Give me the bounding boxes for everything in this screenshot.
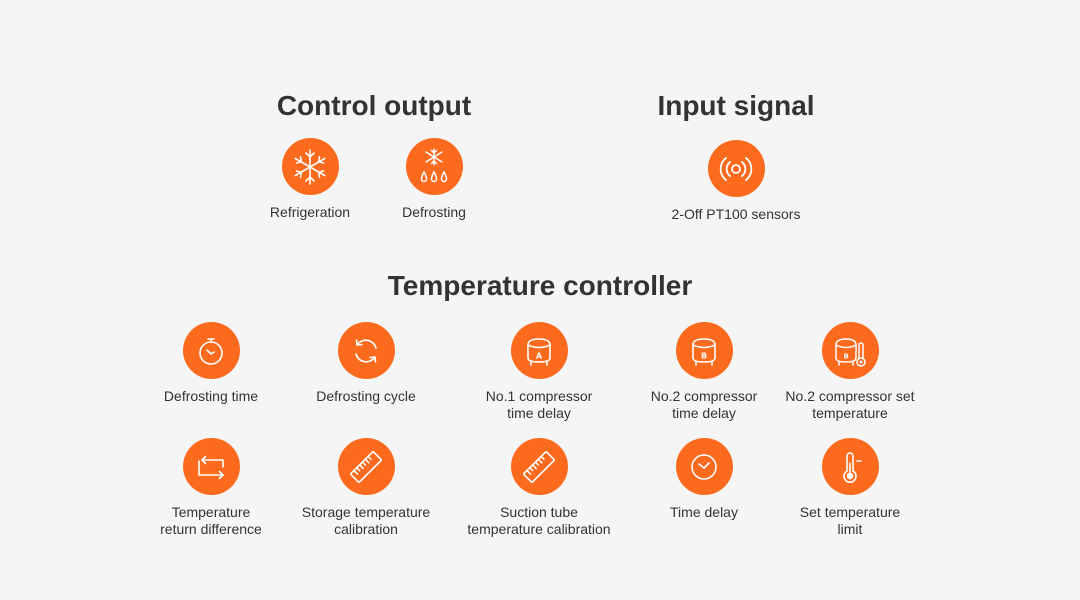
compressor-thermometer-icon: B <box>821 322 879 379</box>
feature-no2-compressor-set-temperature: B No.2 compressor set temperature <box>760 322 940 422</box>
feature-label: No.2 compressor time delay <box>650 388 758 421</box>
feature-defrosting-time: Defrosting time <box>121 322 301 405</box>
feature-label: Defrosting time <box>163 388 259 404</box>
feature-no1-compressor-time-delay: A No.1 compressor time delay <box>449 322 629 422</box>
ruler-icon <box>337 438 395 495</box>
compressor-a-icon: A <box>510 322 568 379</box>
feature-temperature-return-difference: Temperature return difference <box>121 438 301 538</box>
clock-icon <box>675 438 733 495</box>
svg-text:A: A <box>536 351 543 360</box>
feature-label: 2-Off PT100 sensors <box>671 206 801 222</box>
defrost-icon <box>405 138 463 195</box>
feature-set-temperature-limit: Set temperature limit <box>760 438 940 538</box>
feature-storage-temperature-calibration: Storage temperature calibration <box>276 438 456 538</box>
input-signal-title: Input signal <box>657 90 815 121</box>
feature-label: No.1 compressor time delay <box>485 388 593 421</box>
feature-defrosting: Defrosting <box>344 138 524 221</box>
feature-no2-compressor-time-delay: B No.2 compressor time delay <box>614 322 794 422</box>
feature-pt100-sensors: 2-Off PT100 sensors <box>646 140 826 223</box>
return-difference-icon <box>182 438 240 495</box>
control-output-title: Control output <box>276 90 472 121</box>
feature-label: Time delay <box>670 504 738 520</box>
stopwatch-icon <box>182 322 240 379</box>
svg-text:B: B <box>701 351 707 360</box>
temperature-controller-title: Temperature controller <box>387 270 693 301</box>
feature-label: Defrosting cycle <box>316 388 416 404</box>
sensor-signal-icon <box>707 140 765 197</box>
feature-defrosting-cycle: Defrosting cycle <box>276 322 456 405</box>
feature-label: Defrosting <box>402 204 466 220</box>
feature-label: Temperature return difference <box>160 504 262 537</box>
feature-label: Set temperature limit <box>799 504 901 537</box>
snowflake-icon <box>281 138 339 195</box>
ruler-icon <box>510 438 568 495</box>
feature-label: Refrigeration <box>269 204 351 220</box>
feature-label: Suction tube temperature calibration <box>467 504 611 537</box>
compressor-b-icon: B <box>675 322 733 379</box>
svg-text:B: B <box>843 352 848 360</box>
feature-time-delay: Time delay <box>614 438 794 521</box>
feature-label: Storage temperature calibration <box>301 504 431 537</box>
thermometer-icon <box>821 438 879 495</box>
cycle-icon <box>337 322 395 379</box>
feature-refrigeration: Refrigeration <box>220 138 400 221</box>
feature-label: No.2 compressor set temperature <box>785 388 915 421</box>
feature-suction-tube-temperature-calibration: Suction tube temperature calibration <box>449 438 629 538</box>
